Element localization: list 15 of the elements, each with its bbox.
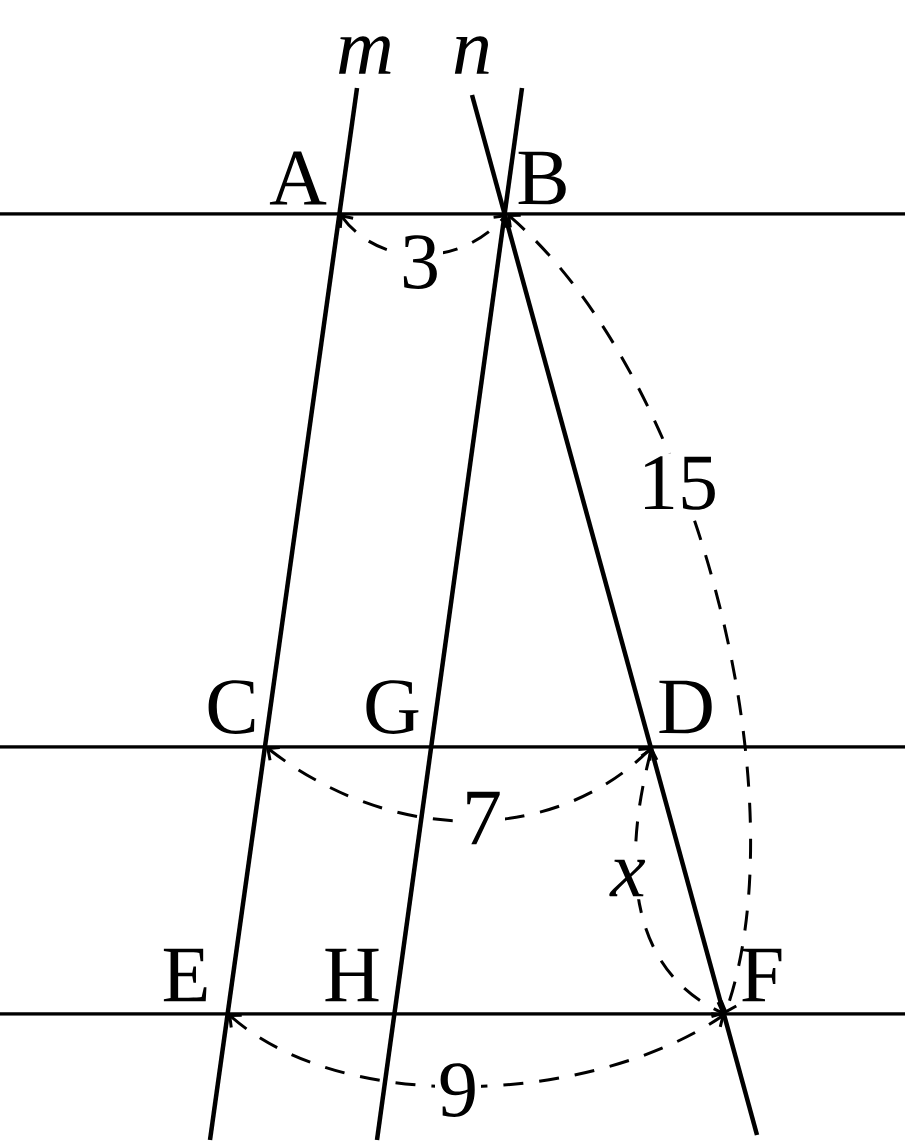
point-label: G (366, 680, 419, 734)
measure-label: 7 (459, 788, 505, 848)
point-label: A (269, 151, 327, 205)
point-label: C (208, 680, 255, 734)
measure-label: 9 (435, 1060, 481, 1120)
point-label: D (659, 680, 712, 734)
point-label: E (163, 948, 207, 1002)
measure-label: 15 (635, 453, 721, 513)
point-label: B (518, 151, 566, 205)
line-label: m (339, 36, 391, 74)
measure-label: 3 (397, 232, 443, 292)
measure-label: x (607, 856, 649, 900)
line-label: n (454, 36, 489, 74)
point-label: F (742, 948, 782, 1002)
point-label: H (325, 948, 379, 1002)
